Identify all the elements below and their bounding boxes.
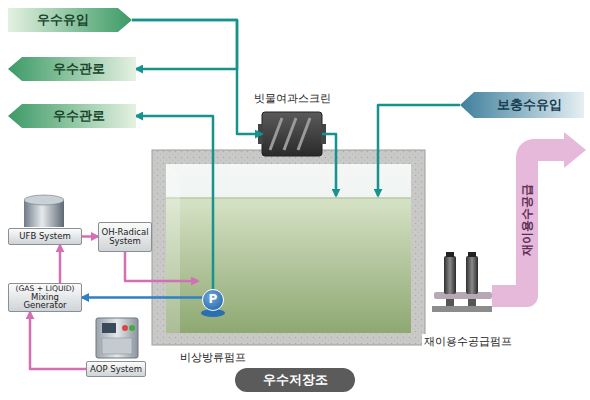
node-text: 보충수유입 — [497, 96, 562, 114]
aop-box: AOP System — [86, 361, 146, 377]
connector — [82, 235, 98, 238]
node-text: 우수관로 — [53, 60, 105, 78]
supply-pumps — [432, 252, 492, 312]
node-text: P — [203, 290, 223, 309]
node-text: Mixing Generator — [11, 293, 79, 311]
ufb-box: UFB System — [8, 228, 82, 245]
connector — [82, 296, 202, 299]
storage-tank-node: 우수저장조P비상방류펌프 — [152, 150, 425, 345]
supply-pipe-node: 재이용수공급 — [498, 128, 588, 312]
connector — [136, 116, 213, 289]
node-text: 빗물여과스크린 — [254, 91, 331, 106]
connector — [322, 134, 336, 196]
banner-arrow — [8, 104, 136, 128]
node-text: 우수유입 — [37, 11, 89, 29]
emergency-pump: P비상방류펌프 — [202, 289, 224, 311]
node-text: 재이용수공급펌프 — [422, 334, 514, 349]
supply-pump-node: 재이용수공급펌프 — [432, 250, 492, 312]
node-text: UFB System — [19, 232, 70, 241]
connector — [30, 312, 86, 369]
mixing-box: (GAS + LIQUID)Mixing Generator — [8, 283, 82, 312]
node-text: 재이용수공급 — [519, 184, 536, 256]
oh-radical-box: OH-Radical System — [98, 222, 152, 252]
inflow-banner: 우수유입 — [8, 8, 132, 32]
storage-tank — [152, 150, 425, 345]
aop-cabinet — [96, 318, 138, 358]
ufb-vessel — [24, 195, 64, 227]
makeup-banner: 보충수유입 — [460, 92, 584, 118]
supply-pipe — [498, 132, 586, 296]
node-text: 우수관로 — [53, 107, 105, 125]
drain-banner: 우수관로 — [8, 104, 136, 128]
node-text: (GAS + LIQUID) — [15, 285, 74, 293]
connector — [125, 252, 198, 281]
drain-banner: 우수관로 — [8, 57, 136, 81]
connector — [492, 285, 500, 307]
node-text: 우수저장조 — [235, 368, 355, 392]
banner-arrow — [8, 57, 136, 81]
connector — [378, 105, 460, 196]
banner-arrow — [8, 8, 132, 32]
filter-screen-node: 빗물여과스크린 — [262, 112, 322, 156]
node-text: 비상방류펌프 — [180, 350, 246, 365]
filter-screen — [258, 112, 326, 156]
node-text: AOP System — [90, 365, 142, 374]
node-text: OH-Radical System — [101, 228, 149, 246]
banner-arrow — [460, 92, 584, 118]
connector — [132, 20, 237, 69]
connector — [59, 245, 62, 283]
